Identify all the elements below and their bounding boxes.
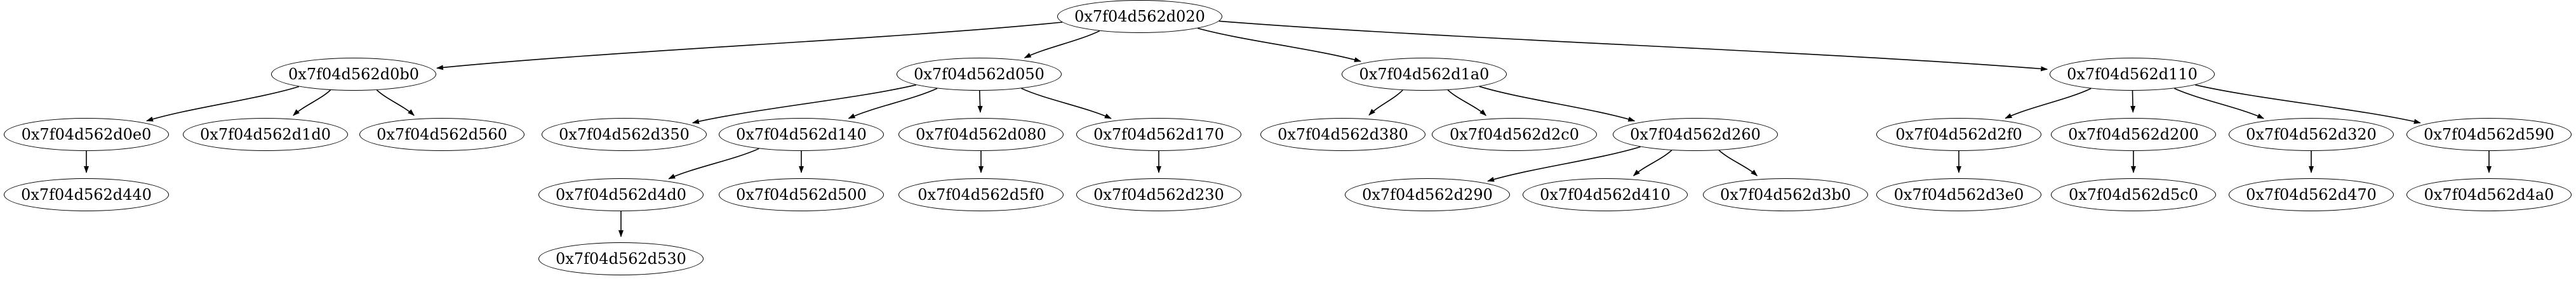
graph-node-label: 0x7f04d562d4d0	[556, 186, 686, 204]
graph-node[interactable]: 0x7f04d562d470	[2229, 178, 2394, 211]
graph-node-label: 0x7f04d562d1a0	[1359, 65, 1490, 83]
graph-edge	[1632, 150, 1672, 176]
graph-node[interactable]: 0x7f04d562d380	[1260, 118, 1425, 151]
graph-node[interactable]: 0x7f04d562d560	[359, 118, 524, 151]
graph-node[interactable]: 0x7f04d562d050	[897, 58, 1062, 91]
graph-node-label: 0x7f04d562d2f0	[1895, 126, 2022, 143]
graph-node[interactable]: 0x7f04d562d230	[1076, 178, 1241, 211]
graph-node-label: 0x7f04d562d320	[2246, 126, 2377, 143]
graph-node-label: 0x7f04d562d380	[1278, 126, 1408, 143]
graph-edge	[1447, 89, 1487, 116]
graph-edge	[1479, 86, 1636, 122]
graph-node-label: 0x7f04d562d080	[916, 126, 1046, 143]
graph-node-label: 0x7f04d562d4a0	[2424, 186, 2554, 204]
graph-edge	[2195, 84, 2421, 124]
graph-node-label: 0x7f04d562d5f0	[918, 186, 1044, 204]
graph-node-label: 0x7f04d562d2c0	[1449, 126, 1579, 143]
graph-edge	[691, 84, 917, 124]
graph-edge	[2005, 88, 2092, 119]
graph-edge	[1718, 150, 1758, 176]
graph-node-label: 0x7f04d562d0e0	[21, 126, 152, 143]
graph-edge	[1218, 20, 2048, 72]
graph-node[interactable]: 0x7f04d562d020	[1057, 0, 1222, 33]
graph-node-label: 0x7f04d562d050	[914, 65, 1044, 83]
graph-node[interactable]: 0x7f04d562d3e0	[1876, 178, 2041, 211]
graph-node[interactable]: 0x7f04d562d170	[1076, 118, 1241, 151]
graph-edge	[848, 88, 938, 119]
graph-node[interactable]: 0x7f04d562d500	[719, 178, 884, 211]
graph-edge	[1197, 27, 1361, 62]
graph-edge	[2174, 88, 2265, 119]
graph-node-label: 0x7f04d562d230	[1093, 186, 1224, 204]
graph-node-label: 0x7f04d562d170	[1093, 126, 1224, 143]
graph-edge	[146, 86, 300, 122]
graph-node-label: 0x7f04d562d350	[559, 126, 690, 143]
graph-node[interactable]: 0x7f04d562d290	[1345, 178, 1510, 211]
graph-node[interactable]: 0x7f04d562d3b0	[1703, 178, 1868, 211]
graph-node[interactable]: 0x7f04d562d1d0	[183, 118, 348, 151]
graph-node[interactable]: 0x7f04d562d5c0	[2051, 178, 2216, 211]
graph-node[interactable]: 0x7f04d562d200	[2051, 118, 2216, 151]
graph-edge	[1368, 89, 1403, 116]
graph-node[interactable]: 0x7f04d562d2f0	[1876, 118, 2041, 151]
graph-node[interactable]: 0x7f04d562d350	[542, 118, 707, 151]
graph-node-label: 0x7f04d562d290	[1362, 186, 1493, 204]
graph-node[interactable]: 0x7f04d562d320	[2229, 118, 2394, 151]
graph-node-label: 0x7f04d562d3e0	[1893, 186, 2024, 204]
graph-node-label: 0x7f04d562d5c0	[2068, 186, 2198, 204]
graph-node[interactable]: 0x7f04d562d140	[719, 118, 884, 151]
graph-node-label: 0x7f04d562d110	[2067, 65, 2198, 83]
graph-node-label: 0x7f04d562d140	[736, 126, 867, 143]
graph-node-label: 0x7f04d562d200	[2068, 126, 2199, 143]
graph-node-label: 0x7f04d562d260	[1630, 126, 1761, 143]
graph-node[interactable]: 0x7f04d562d260	[1613, 118, 1778, 151]
graph-node-label: 0x7f04d562d020	[1074, 8, 1205, 25]
graph-node[interactable]: 0x7f04d562d440	[4, 178, 169, 211]
graph-node[interactable]: 0x7f04d562d530	[538, 242, 704, 275]
graph-node[interactable]: 0x7f04d562d410	[1523, 178, 1688, 211]
graph-node[interactable]: 0x7f04d562d4d0	[538, 178, 704, 211]
graph-node-label: 0x7f04d562d470	[2246, 186, 2377, 204]
graph-edge	[668, 148, 759, 180]
graph-edge	[1487, 146, 1641, 182]
graph-edge	[1024, 30, 1100, 58]
graph-edge	[1021, 88, 1112, 119]
graph-node-label: 0x7f04d562d3b0	[1720, 186, 1851, 204]
graph-node-label: 0x7f04d562d410	[1540, 186, 1671, 204]
graph-node[interactable]: 0x7f04d562d110	[2050, 58, 2215, 91]
graph-edge	[293, 89, 331, 116]
graph-node[interactable]: 0x7f04d562d4a0	[2406, 178, 2572, 211]
graph-node-label: 0x7f04d562d590	[2424, 126, 2554, 143]
graph-node-label: 0x7f04d562d440	[21, 186, 152, 204]
graph-node-label: 0x7f04d562d500	[736, 186, 867, 204]
graph-node[interactable]: 0x7f04d562d2c0	[1432, 118, 1597, 151]
graph-node-label: 0x7f04d562d0b0	[288, 65, 419, 83]
graph-node[interactable]: 0x7f04d562d080	[898, 118, 1064, 151]
graph-node-label: 0x7f04d562d1d0	[200, 126, 331, 143]
graph-node-label: 0x7f04d562d560	[377, 126, 507, 143]
graph-node-label: 0x7f04d562d530	[556, 250, 686, 268]
graph-node[interactable]: 0x7f04d562d1a0	[1342, 58, 1507, 91]
graph-node[interactable]: 0x7f04d562d0b0	[271, 58, 436, 91]
graph-node[interactable]: 0x7f04d562d0e0	[4, 118, 169, 151]
graph-node[interactable]: 0x7f04d562d590	[2406, 118, 2572, 151]
graph-edge	[376, 89, 415, 116]
graph-node[interactable]: 0x7f04d562d5f0	[898, 178, 1064, 211]
